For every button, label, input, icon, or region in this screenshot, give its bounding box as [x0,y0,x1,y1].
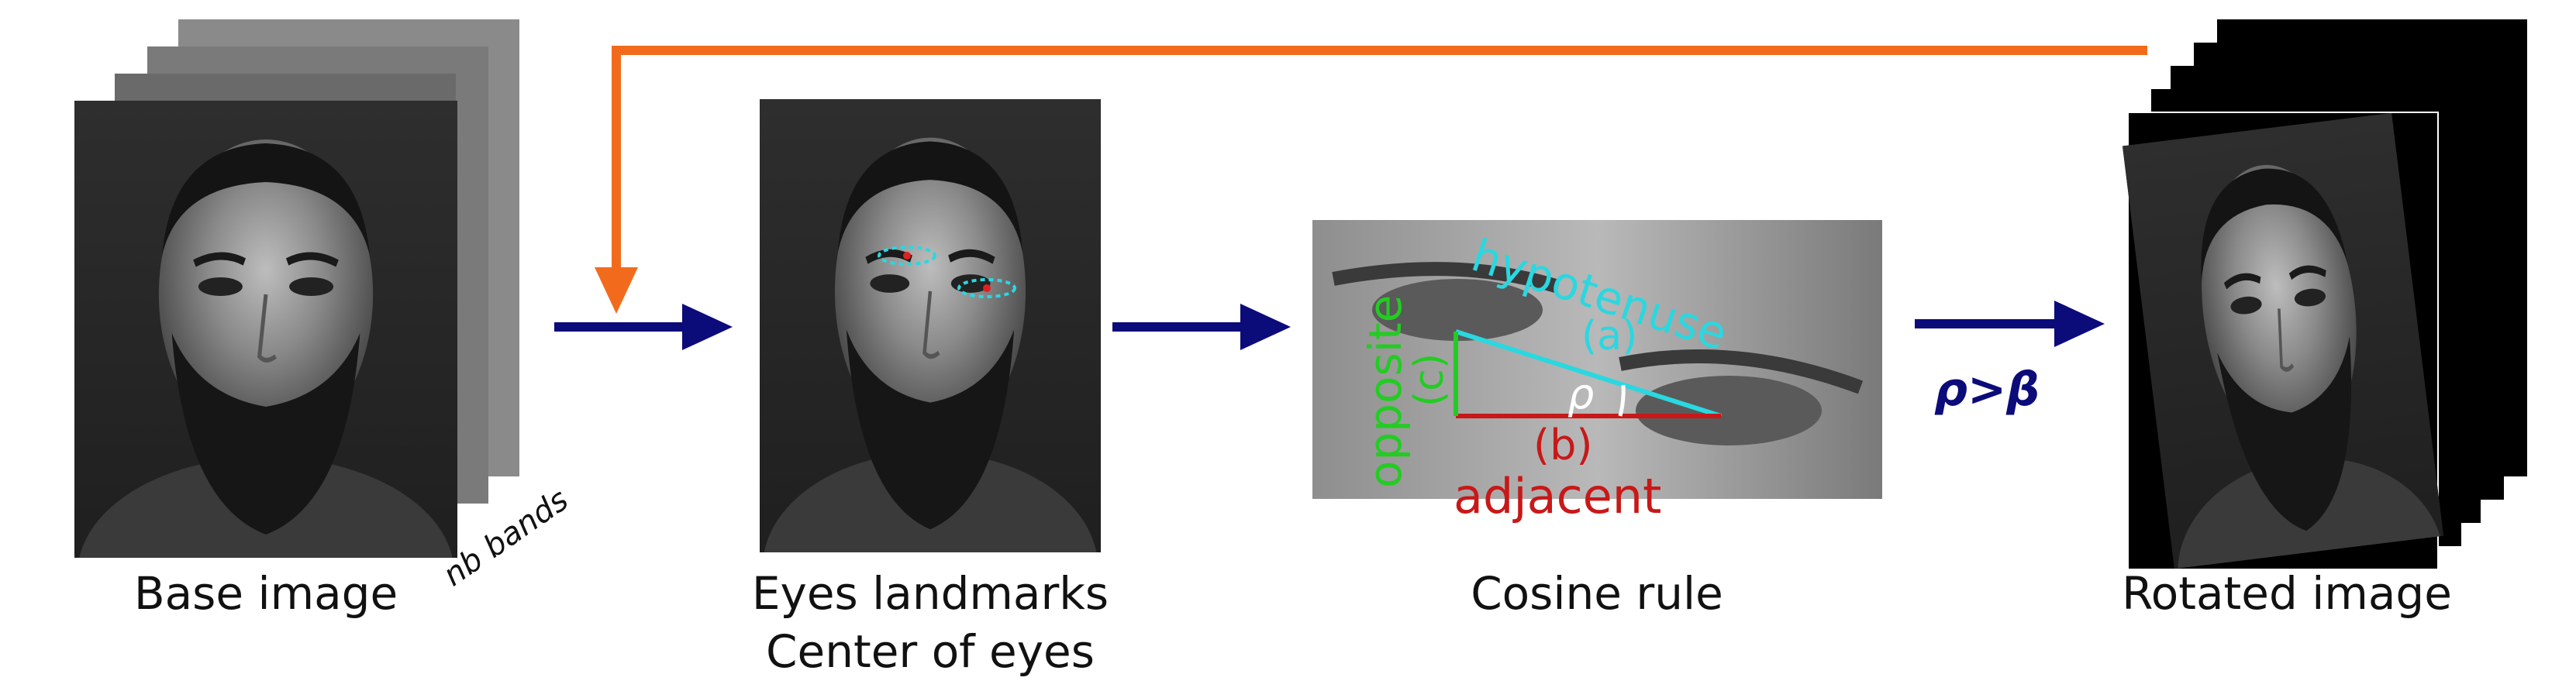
adjacent-label: adjacent [1454,468,1662,524]
hypotenuse-letter: (a) [1581,313,1638,359]
angle-arc [1618,384,1626,417]
arrow-right-icon [1112,304,1291,350]
hypotenuse-line [1455,329,1722,418]
base-image-stack [74,19,519,558]
cosine-caption: Cosine rule [1471,567,1723,620]
adjacent-letter: (b) [1533,421,1593,469]
cosine-rule-crop [1312,220,1882,499]
rotated-image-stack [2123,19,2527,570]
opposite-letter: (c) [1406,352,1453,407]
arrow-right-icon [1915,301,2105,347]
landmarks-caption-line1: Eyes landmarks [751,567,1109,620]
base-image-caption: Base image [133,567,398,620]
landmarks-image [760,99,1101,683]
angle-symbol: ρ [1567,370,1595,418]
eye-landmark-icon [878,246,1016,298]
feedback-arrow [595,46,2147,314]
arrow-right-icon [554,304,733,350]
opposite-label: opposite [1359,294,1412,488]
landmarks-caption-line2: Center of eyes [766,625,1095,678]
angle-condition: ρ>β [1934,363,2040,417]
rotated-caption: Rotated image [2122,567,2452,620]
